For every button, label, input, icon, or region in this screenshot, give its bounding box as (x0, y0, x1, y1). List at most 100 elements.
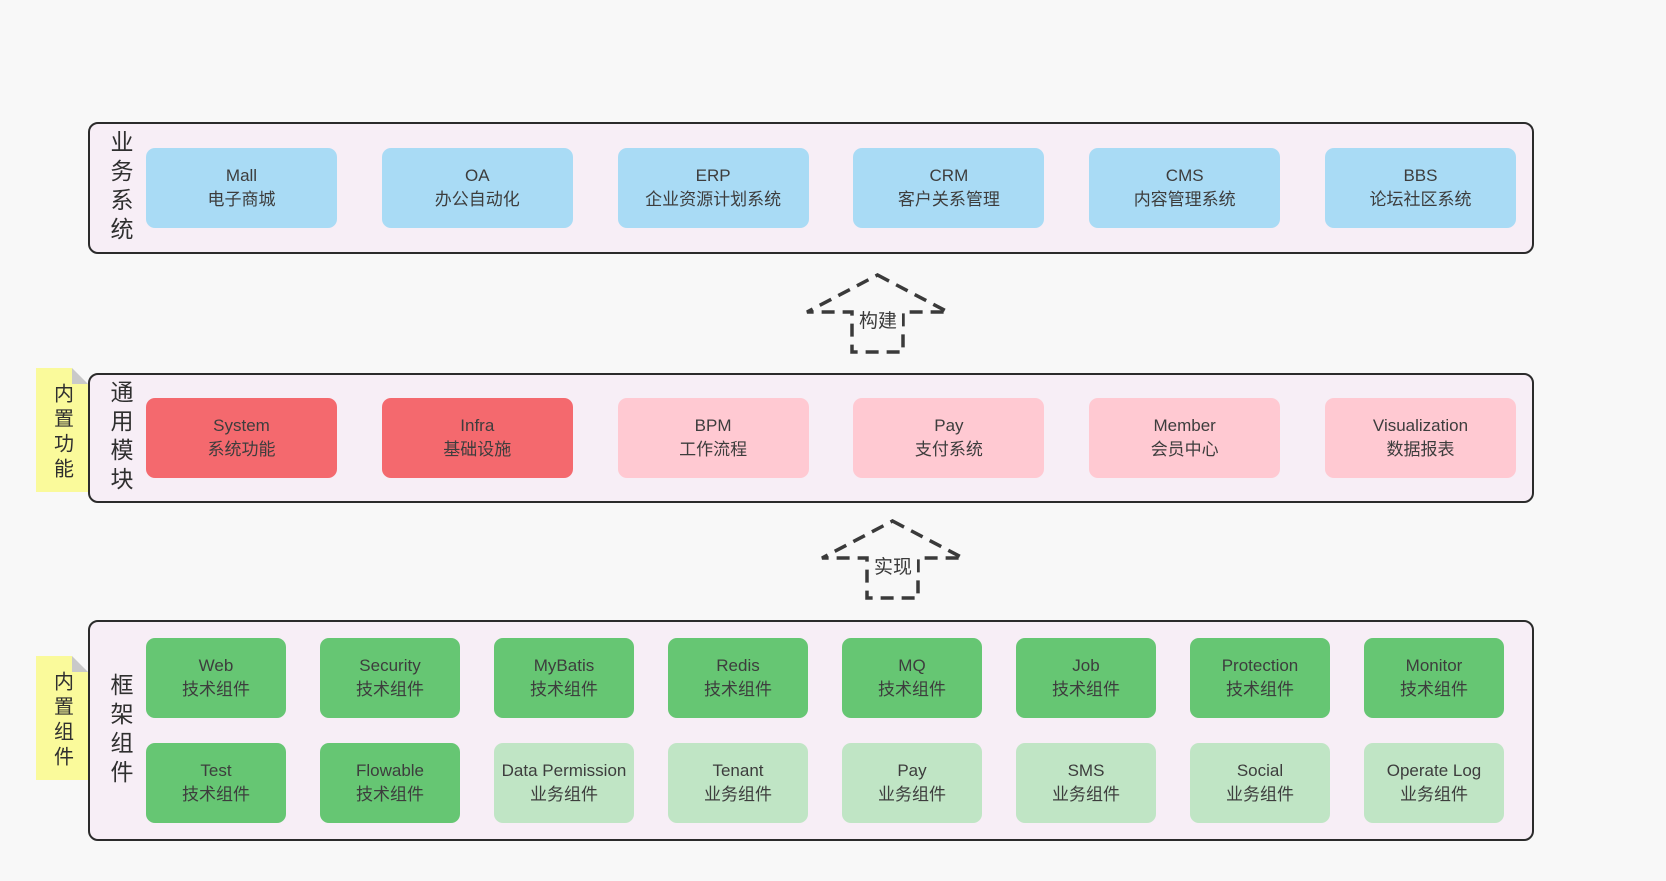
up-arrow-icon (821, 519, 964, 600)
box-desc: 技术组件 (1052, 680, 1120, 699)
framework-components-row-1: Web 技术组件 Security 技术组件 MyBatis 技术组件 Redi… (146, 638, 1504, 718)
box-name: Web (198, 656, 234, 675)
implement-arrow (820, 518, 965, 605)
box-name: SMS (1067, 761, 1105, 780)
sticky-label: 内置组件 (50, 671, 73, 771)
framework-components-row-2: Test 技术组件 Flowable 技术组件 Data Permission … (146, 743, 1504, 823)
box-name: Flowable (355, 761, 425, 780)
module-box-infra: Infra 基础设施 (381, 398, 573, 478)
component-box-data-permission: Data Permission 业务组件 (494, 743, 634, 823)
component-box-monitor: Monitor 技术组件 (1364, 638, 1504, 718)
implement-arrow-label: 实现 (868, 551, 918, 580)
module-box-mall: Mall 电子商城 (146, 148, 337, 228)
component-box-social: Social 业务组件 (1190, 743, 1330, 823)
component-box-pay: Pay 业务组件 (842, 743, 982, 823)
component-box-flowable: Flowable 技术组件 (320, 743, 460, 823)
box-name: Data Permission (501, 761, 627, 780)
box-name: Job (1072, 656, 1100, 675)
box-desc: 支付系统 (914, 440, 983, 459)
business-systems-row: Mall 电子商城 OA 办公自动化 ERP 企业资源计划系统 CRM 客户关系… (146, 148, 1516, 228)
box-desc: 数据报表 (1386, 440, 1455, 459)
box-name: ERP (695, 166, 731, 185)
up-arrow-icon (806, 273, 949, 354)
box-desc: 企业资源计划系统 (645, 190, 782, 209)
framework-components-band: 框架组件 Web 技术组件 Security 技术组件 MyBatis 技术组件… (88, 620, 1534, 841)
box-name: CRM (929, 166, 969, 185)
sticky-note-builtin-components: 内置组件 (36, 656, 88, 780)
box-name: MyBatis (533, 656, 595, 675)
box-desc: 技术组件 (704, 680, 772, 699)
component-box-web: Web 技术组件 (146, 638, 286, 718)
common-modules-band: 通用模块 System 系统功能 Infra 基础设施 BPM 工作流程 Pay… (88, 373, 1534, 503)
box-name: Pay (897, 761, 927, 780)
component-box-job: Job 技术组件 (1016, 638, 1156, 718)
build-arrow-label: 构建 (853, 305, 903, 334)
box-name: Infra (460, 416, 495, 435)
box-desc: 业务组件 (704, 785, 772, 804)
box-name: Tenant (712, 761, 764, 780)
module-box-crm: CRM 客户关系管理 (853, 148, 1045, 228)
business-systems-band: 业务系统 Mall 电子商城 OA 办公自动化 ERP 企业资源计划系统 CRM… (88, 122, 1534, 254)
box-desc: 技术组件 (878, 680, 946, 699)
component-box-mq: MQ 技术组件 (842, 638, 982, 718)
box-name: Test (200, 761, 232, 780)
component-box-protection: Protection 技术组件 (1190, 638, 1330, 718)
module-box-system: System 系统功能 (146, 398, 337, 478)
box-desc: 技术组件 (356, 785, 424, 804)
box-desc: 技术组件 (182, 680, 250, 699)
build-arrow (805, 272, 950, 359)
box-name: Security (359, 656, 421, 675)
band-label-business-systems: 业务系统 (107, 130, 133, 246)
component-box-tenant: Tenant 业务组件 (668, 743, 808, 823)
component-box-sms: SMS 业务组件 (1016, 743, 1156, 823)
box-desc: 办公自动化 (434, 190, 520, 209)
box-name: Member (1153, 416, 1216, 435)
box-desc: 电子商城 (207, 190, 276, 209)
box-desc: 技术组件 (1226, 680, 1294, 699)
box-name: MQ (898, 656, 926, 675)
box-desc: 业务组件 (1052, 785, 1120, 804)
box-desc: 技术组件 (356, 680, 424, 699)
box-desc: 业务组件 (1400, 785, 1468, 804)
component-box-mybatis: MyBatis 技术组件 (494, 638, 634, 718)
box-name: BPM (694, 416, 732, 435)
box-name: BBS (1403, 166, 1438, 185)
sticky-note-builtin-features: 内置功能 (36, 368, 88, 492)
box-desc: 技术组件 (1400, 680, 1468, 699)
component-box-security: Security 技术组件 (320, 638, 460, 718)
box-name: Mall (225, 166, 258, 185)
box-name: OA (465, 166, 490, 185)
band-label-framework-components: 框架组件 (107, 672, 133, 789)
box-desc: 业务组件 (878, 785, 946, 804)
box-name: Social (1236, 761, 1284, 780)
box-name: CMS (1165, 166, 1204, 185)
box-desc: 内容管理系统 (1133, 190, 1236, 209)
box-desc: 系统功能 (207, 440, 276, 459)
box-desc: 会员中心 (1150, 440, 1219, 459)
box-desc: 业务组件 (1226, 785, 1294, 804)
band-label-common-modules: 通用模块 (107, 380, 133, 496)
module-box-oa: OA 办公自动化 (381, 148, 573, 228)
module-box-member: Member 会员中心 (1089, 398, 1281, 478)
folded-corner-icon (72, 656, 88, 672)
module-box-visualization: Visualization 数据报表 (1324, 398, 1516, 478)
box-name: Pay (934, 416, 964, 435)
box-desc: 基础设施 (443, 440, 512, 459)
module-box-bpm: BPM 工作流程 (617, 398, 809, 478)
component-box-test: Test 技术组件 (146, 743, 286, 823)
box-desc: 技术组件 (530, 680, 598, 699)
module-box-erp: ERP 企业资源计划系统 (617, 148, 809, 228)
box-name: Monitor (1405, 656, 1463, 675)
module-box-cms: CMS 内容管理系统 (1089, 148, 1281, 228)
box-name: Redis (716, 656, 760, 675)
component-box-operate-log: Operate Log 业务组件 (1364, 743, 1504, 823)
box-desc: 论坛社区系统 (1369, 190, 1472, 209)
module-box-pay: Pay 支付系统 (853, 398, 1045, 478)
module-box-bbs: BBS 论坛社区系统 (1324, 148, 1516, 228)
sticky-label: 内置功能 (50, 383, 73, 483)
folded-corner-icon (72, 368, 88, 384)
component-box-redis: Redis 技术组件 (668, 638, 808, 718)
box-desc: 技术组件 (182, 785, 250, 804)
box-name: Protection (1221, 656, 1299, 675)
box-name: Operate Log (1386, 761, 1482, 780)
